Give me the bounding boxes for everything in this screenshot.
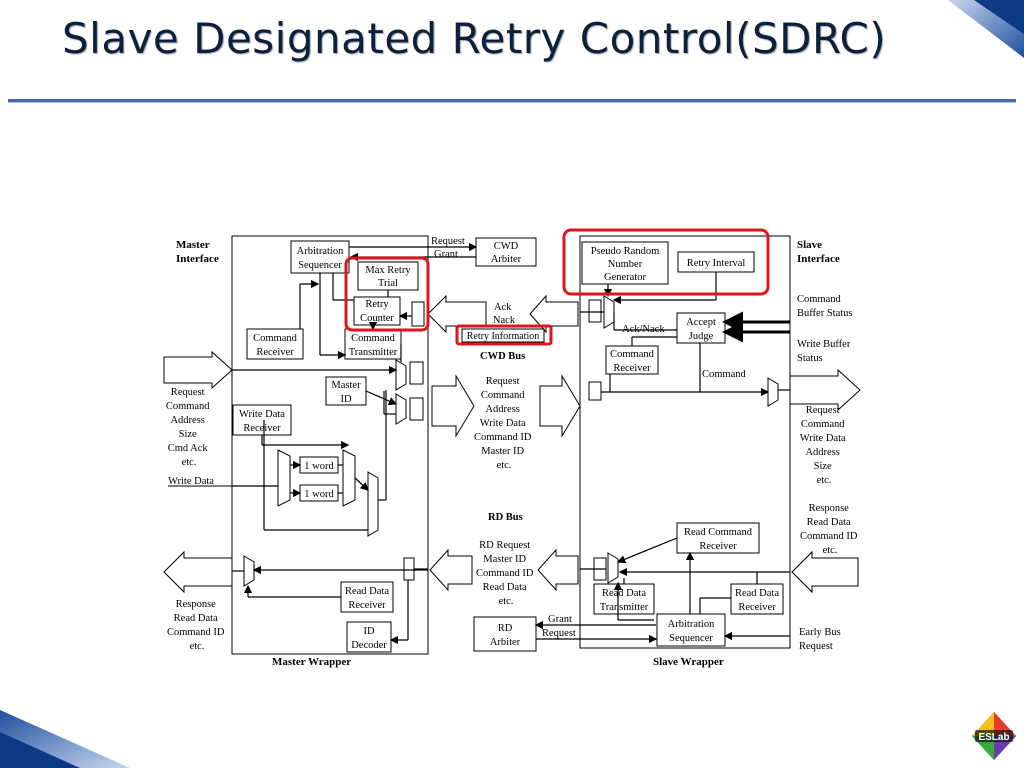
- title-rule: [8, 99, 1016, 103]
- master-read-data-receiver-box: [340, 581, 394, 613]
- rd-bus-arrow-left: [429, 548, 473, 592]
- rd-request-label: Request: [542, 628, 576, 639]
- master-input-arrow: [163, 350, 233, 390]
- highlight-retry-information: [455, 324, 553, 346]
- master-output-arrow: [163, 550, 233, 594]
- slave-wrapper-label: Slave Wrapper: [653, 656, 724, 668]
- rd-bus-label: RD Bus: [488, 512, 523, 523]
- bus-grant-label: Grant: [434, 249, 458, 260]
- master-interface-label: Master Interface: [176, 239, 219, 265]
- rd-grant-label: Grant: [548, 614, 572, 625]
- cwd-bus-label: CWD Bus: [480, 351, 525, 362]
- command-buffer-status-label: Command Buffer Status: [797, 294, 853, 319]
- svg-text:ESLab: ESLab: [978, 732, 1009, 743]
- retry-information-label: Retry Information: [467, 331, 539, 342]
- master-write-data-label: Write Data: [168, 476, 214, 487]
- early-bus-request-label: Early Bus Request: [799, 627, 843, 652]
- command-receiver-box: [246, 328, 304, 360]
- write-buffer-status-label: Write Buffer Status: [797, 339, 853, 364]
- svg-text:1 word: 1 word: [304, 489, 334, 500]
- master-input-signals: Request Command Address Size Cmd Ack etc…: [166, 387, 212, 468]
- id-decoder-box: [346, 621, 392, 653]
- cwd-bus-arrow-left: [431, 374, 475, 438]
- cwd-arbiter-box: [475, 237, 537, 267]
- corner-decoration-bottom-left: [0, 710, 130, 768]
- command-label: Command: [702, 369, 746, 380]
- slave-response-signals: Response Read Data Command ID etc.: [800, 503, 860, 556]
- rd-arbiter-box: [473, 616, 537, 652]
- accept-judge-box: [676, 312, 726, 344]
- cwd-bus-arrow-right: [539, 374, 581, 438]
- slave-wrapper-box: [579, 235, 791, 649]
- master-id-box: [325, 376, 367, 406]
- svg-text:Retry Interval: Retry Interval: [687, 258, 746, 269]
- slave-interface-label: Slave Interface: [797, 239, 840, 265]
- ack-nack-label: Ack Nack: [493, 302, 516, 326]
- bus-request-label: Request: [431, 236, 465, 247]
- corner-decoration-top-right: [948, 0, 1024, 58]
- slave-arbitration-sequencer-box: [656, 613, 726, 647]
- svg-text:1 word: 1 word: [304, 461, 334, 472]
- read-data-transmitter-box: [593, 583, 655, 615]
- read-command-receiver-box: [676, 522, 760, 554]
- highlight-max-retry-counter: [344, 256, 430, 332]
- prng-box: [581, 241, 669, 285]
- arbitration-sequencer-box: [290, 240, 350, 274]
- slave-output-signals: Request Command Write Data Address Size …: [800, 405, 849, 486]
- slave-response-arrow: [791, 550, 859, 594]
- master-wrapper-box: [231, 235, 429, 655]
- rd-bus-arrow-right: [537, 548, 579, 592]
- ack-nack-arrow-right: [529, 294, 579, 334]
- master-output-signals: Response Read Data Command ID etc.: [167, 599, 227, 652]
- slave-command-receiver-box: [605, 345, 659, 375]
- cwd-bus-signals: Request Command Address Write Data Comma…: [474, 376, 534, 471]
- slave-output-arrow: [789, 368, 861, 412]
- master-wrapper-label: Master Wrapper: [272, 656, 351, 668]
- rd-bus-signals: RD Request Master ID Command ID Read Dat…: [476, 540, 536, 607]
- eslab-logo: ESLab: [972, 712, 1016, 760]
- highlight-prng-retry-interval: [562, 228, 770, 296]
- slide-title: Slave Designated Retry Control(SDRC): [62, 14, 887, 63]
- retry-counter-box: [353, 296, 401, 326]
